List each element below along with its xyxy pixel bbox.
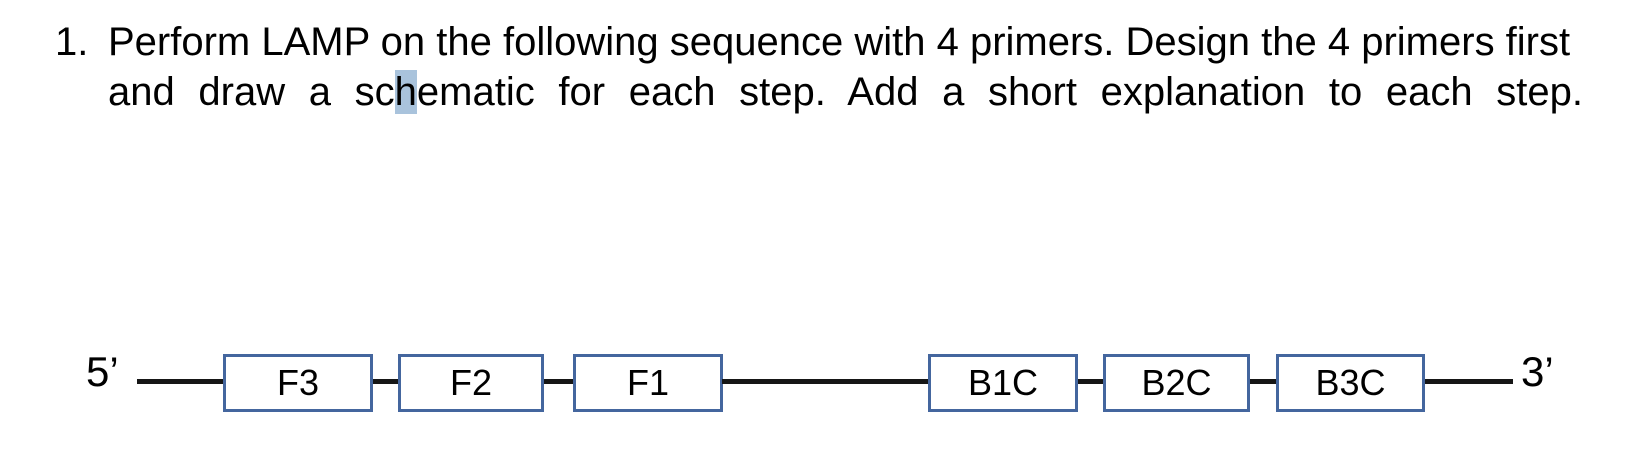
sequence-line-segment (373, 379, 398, 384)
primer-region-box-b2c: B2C (1103, 354, 1250, 412)
sequence-line-segment (137, 379, 223, 384)
question-item: 1. Perform LAMP on the following sequenc… (55, 17, 1583, 117)
primer-region-label: B3C (1315, 362, 1386, 403)
primer-region-box-b1c: B1C (928, 354, 1078, 412)
primer-region-box-f3: F3 (223, 354, 373, 412)
primer-region-box-f1: F1 (573, 354, 723, 412)
primer-region-label: B1C (967, 362, 1039, 403)
question-number: 1. (55, 20, 89, 64)
question-line-1-text: Perform LAMP on the following sequence w… (108, 20, 1571, 64)
text-selection-highlight: h (394, 70, 417, 114)
sequence-line-segment (544, 379, 573, 384)
primer-region-label: F3 (276, 362, 319, 403)
primer-region-label: F2 (449, 362, 492, 403)
sequence-line-segment (1078, 379, 1103, 384)
three-prime-label: 3’ (1521, 348, 1554, 395)
question-line-1: Perform LAMP on the following sequence w… (108, 17, 1583, 67)
sequence-line-segment (722, 379, 928, 384)
primer-region-label: B2C (1141, 362, 1212, 403)
question-line-2: and draw a schematic for each step. Add … (108, 67, 1583, 117)
question-line-2-before: and draw a sc (108, 70, 395, 114)
five-prime-label: 5’ (86, 348, 119, 395)
sequence-line-segment (1250, 379, 1276, 384)
primer-region-label: F1 (626, 362, 669, 403)
question-line-2-after: ematic for each step. Add a short explan… (416, 70, 1583, 114)
primer-region-box-f2: F2 (398, 354, 544, 412)
question-text: Perform LAMP on the following sequence w… (108, 17, 1583, 117)
primer-region-box-b3c: B3C (1276, 354, 1425, 412)
sequence-line-segment (1425, 379, 1513, 384)
